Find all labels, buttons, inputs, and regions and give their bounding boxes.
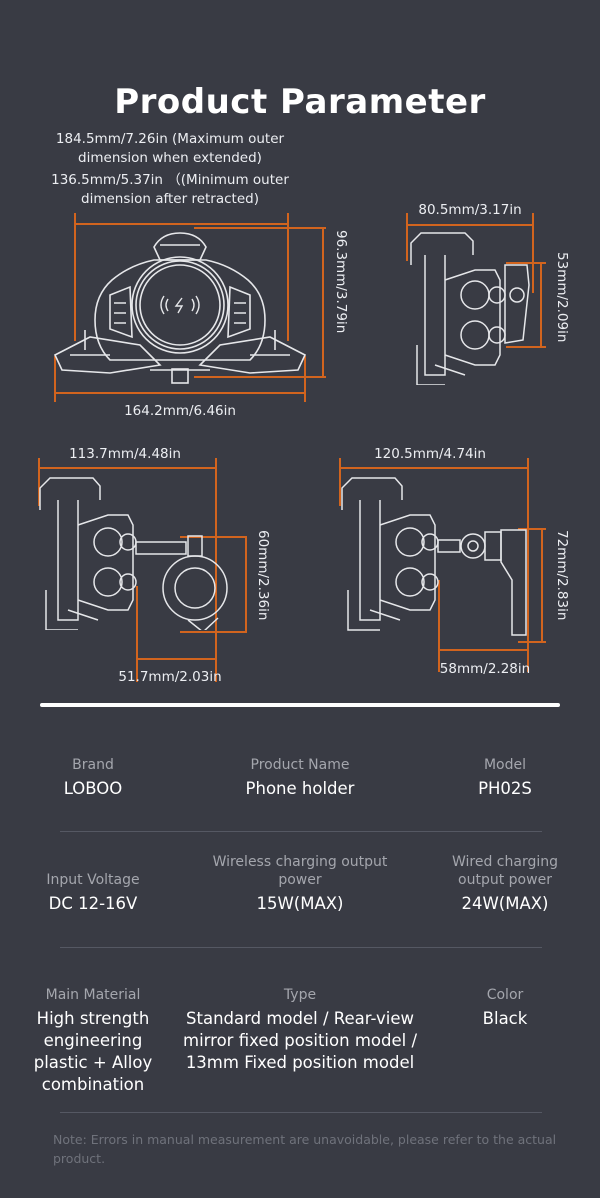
row-divider: [60, 947, 542, 948]
side-height-label: 53mm/2.09in: [554, 252, 570, 343]
spec-product-name: Product Name Phone holder: [245, 757, 355, 798]
handlebar-height-label: 60mm/2.36in: [255, 530, 271, 621]
spec-brand: Brand LOBOO: [63, 757, 123, 798]
dimension-line: [304, 356, 306, 402]
dimension-line: [339, 458, 341, 506]
row-divider: [60, 831, 542, 832]
spec-color: Color Black: [482, 987, 528, 1028]
dimension-line: [74, 213, 76, 341]
dimension-line: [180, 631, 246, 633]
dimension-line: [438, 580, 440, 672]
dimension-line: [54, 356, 56, 402]
spec-type: Type Standard model / Rear-view mirror f…: [183, 987, 417, 1072]
dimension-line: [532, 213, 534, 293]
row-divider: [60, 1112, 542, 1113]
handlebar-width-label: 113.7mm/4.48in: [69, 446, 181, 462]
dimension-line: [38, 458, 40, 506]
dimension-line: [527, 458, 529, 672]
dimension-line: [506, 346, 546, 348]
mirror-width-label: 120.5mm/4.74in: [374, 446, 486, 462]
dimension-line: [245, 536, 247, 633]
page-title: Product Parameter: [114, 82, 486, 122]
front-height-label: 96.3mm/3.79in: [333, 230, 349, 334]
phone-holder-front-drawing: [53, 232, 307, 384]
dimension-line: [180, 536, 246, 538]
mirror-height-label: 72mm/2.83in: [554, 530, 570, 621]
dimension-line: [322, 227, 324, 378]
spec-wired-power: Wired charging output power 24W(MAX): [451, 854, 559, 913]
spec-main-material: Main Material High strength engineering …: [33, 987, 153, 1094]
front-width-label: 164.2mm/6.46in: [124, 403, 236, 419]
spec-model: Model PH02S: [478, 757, 532, 798]
dimension-line: [194, 376, 326, 378]
dimension-line: [518, 528, 546, 530]
spec-wireless-power: Wireless charging output power 15W(MAX): [212, 854, 388, 913]
dimension-line: [506, 262, 546, 264]
dimension-line: [54, 392, 306, 394]
dimension-line: [540, 262, 542, 348]
dimension-line: [38, 467, 217, 469]
mirror-depth-label: 58mm/2.28in: [439, 661, 531, 677]
dimension-line: [406, 213, 408, 261]
dimension-line: [74, 223, 289, 225]
dimension-line: [215, 458, 217, 682]
dimension-line: [518, 641, 546, 643]
phone-holder-side-drawing: [410, 232, 530, 385]
side-width-label: 80.5mm/3.17in: [418, 202, 522, 218]
mirror-mount-drawing: [341, 477, 527, 636]
handlebar-depth-label: 51.7mm/2.03in: [118, 669, 222, 685]
spec-input-voltage: Input Voltage DC 12-16V: [46, 872, 140, 913]
handlebar-mount-drawing: [39, 477, 228, 630]
dimension-line: [339, 467, 529, 469]
measurement-note: Note: Errors in manual measurement are u…: [53, 1132, 557, 1166]
dimension-line: [194, 227, 326, 229]
dimension-line: [406, 224, 534, 226]
dimension-line: [287, 213, 289, 341]
dimension-line: [541, 528, 543, 643]
min-outer-dimension-label: 136.5mm/5.37in （(Minimum outer dimension…: [51, 172, 289, 207]
max-outer-dimension-label: 184.5mm/7.26in (Maximum outer dimension …: [55, 131, 285, 166]
section-divider: [40, 703, 560, 707]
dimension-line: [136, 658, 217, 660]
dimension-line: [438, 649, 529, 651]
dimension-line: [136, 586, 138, 682]
